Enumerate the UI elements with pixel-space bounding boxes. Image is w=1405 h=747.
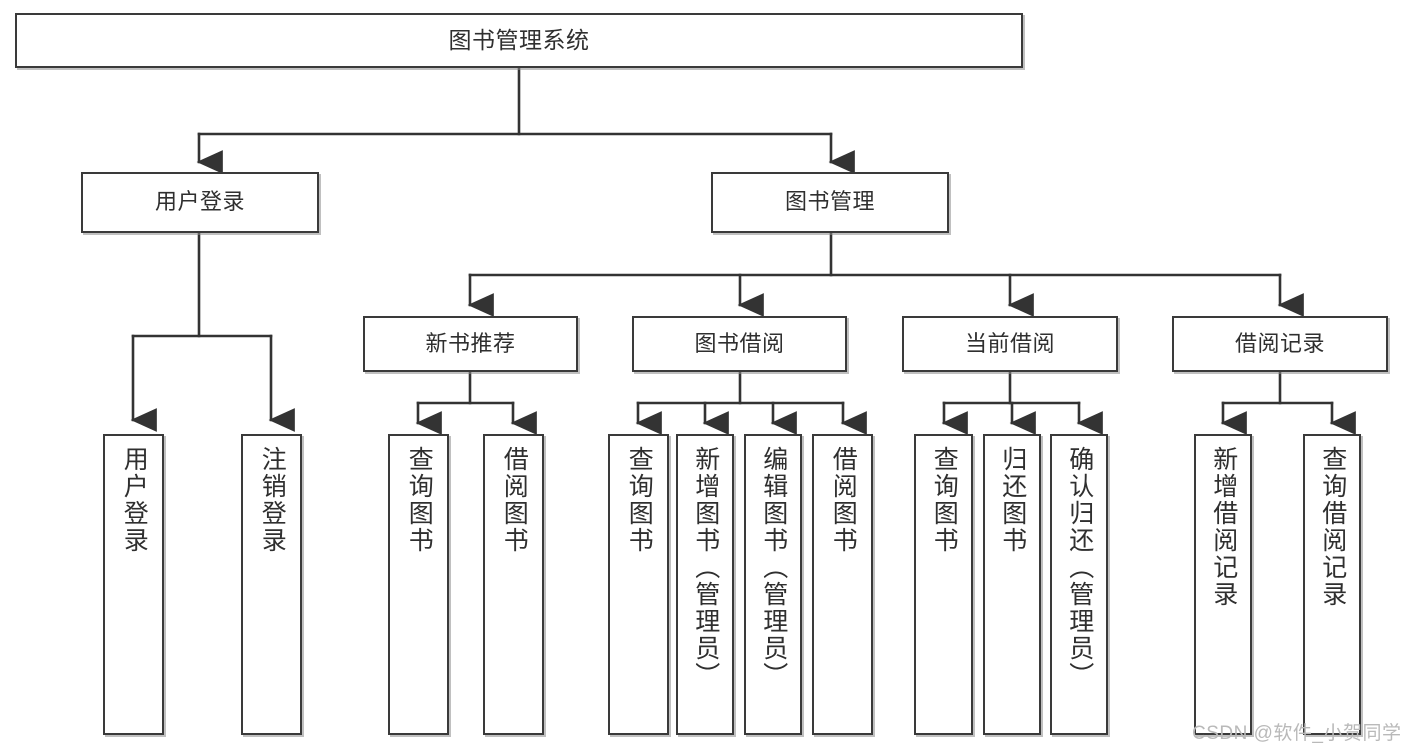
node-leaf-query-record-label: 查询借阅记录 (1318, 446, 1347, 608)
node-leaf-user-login-label: 用户登录 (120, 446, 149, 554)
node-leaf-query-book-3-label: 查询图书 (930, 446, 959, 554)
node-leaf-logout-login-label: 注销登录 (258, 446, 287, 554)
node-leaf-add-record[interactable]: 新增借阅记录 (1194, 434, 1252, 735)
node-leaf-query-book-1[interactable]: 查询图书 (388, 434, 449, 735)
node-user-login-label: 用户登录 (154, 189, 245, 215)
node-borrow-record-label: 借阅记录 (1234, 330, 1325, 356)
node-leaf-edit-book[interactable]: 编辑图书（管理员） (744, 434, 802, 735)
node-leaf-edit-book-label: 编辑图书（管理员） (759, 446, 788, 689)
csdn-watermark: CSDN @软件_小贺同学 (1192, 723, 1402, 744)
node-leaf-confirm-return[interactable]: 确认归还（管理员） (1050, 434, 1108, 735)
node-book-borrow[interactable]: 图书借阅 (632, 316, 847, 372)
node-user-login[interactable]: 用户登录 (81, 172, 319, 233)
node-leaf-logout-login[interactable]: 注销登录 (241, 434, 302, 735)
node-leaf-return-book-label: 归还图书 (998, 446, 1027, 554)
node-leaf-add-book-label: 新增图书（管理员） (691, 446, 720, 689)
node-book-borrow-label: 图书借阅 (694, 330, 785, 356)
node-current-borrow[interactable]: 当前借阅 (902, 316, 1118, 372)
node-current-borrow-label: 当前借阅 (964, 330, 1055, 356)
node-leaf-borrow-book-2-label: 借阅图书 (829, 446, 858, 554)
node-book-manage[interactable]: 图书管理 (711, 172, 949, 233)
node-leaf-query-record[interactable]: 查询借阅记录 (1303, 434, 1361, 735)
node-borrow-record[interactable]: 借阅记录 (1172, 316, 1388, 372)
node-leaf-confirm-return-label: 确认归还（管理员） (1065, 446, 1094, 689)
node-leaf-query-book-1-label: 查询图书 (405, 446, 434, 554)
node-leaf-return-book[interactable]: 归还图书 (983, 434, 1041, 735)
node-root-system[interactable]: 图书管理系统 (15, 13, 1023, 68)
node-leaf-borrow-book-2[interactable]: 借阅图书 (812, 434, 873, 735)
node-leaf-user-login[interactable]: 用户登录 (103, 434, 164, 735)
node-leaf-add-book[interactable]: 新增图书（管理员） (676, 434, 734, 735)
node-leaf-query-book-2[interactable]: 查询图书 (608, 434, 669, 735)
node-root-label: 图书管理系统 (448, 26, 590, 53)
node-book-manage-label: 图书管理 (784, 189, 875, 215)
node-leaf-query-book-2-label: 查询图书 (625, 446, 654, 554)
node-leaf-borrow-book-1-label: 借阅图书 (500, 446, 529, 554)
node-new-book-recommend[interactable]: 新书推荐 (363, 316, 578, 372)
node-leaf-query-book-3[interactable]: 查询图书 (914, 434, 973, 735)
node-new-book-recommend-label: 新书推荐 (425, 330, 516, 356)
node-leaf-add-record-label: 新增借阅记录 (1209, 446, 1238, 608)
node-leaf-borrow-book-1[interactable]: 借阅图书 (483, 434, 544, 735)
